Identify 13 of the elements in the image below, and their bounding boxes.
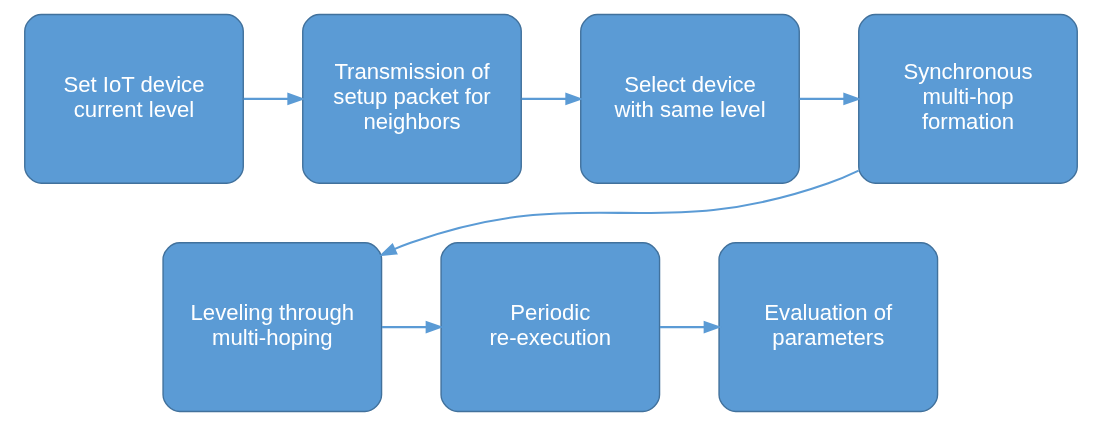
node-box: Select device with same level bbox=[579, 13, 800, 184]
arrow bbox=[378, 169, 859, 256]
node-box: Leveling through multi-hoping bbox=[161, 241, 382, 412]
node-box: Periodic re-execution bbox=[439, 241, 660, 412]
node-box: Synchronous multi-hop formation bbox=[857, 13, 1078, 184]
arrow bbox=[243, 92, 305, 105]
node-box: Evaluation of parameters bbox=[717, 241, 938, 412]
arrow bbox=[381, 320, 444, 333]
arrow bbox=[799, 92, 861, 105]
node-box: Transmission of setup packet for neighbors bbox=[301, 13, 522, 184]
arrow bbox=[659, 320, 722, 333]
node-box: Set IoT device current level bbox=[23, 13, 244, 184]
arrow bbox=[521, 92, 583, 105]
